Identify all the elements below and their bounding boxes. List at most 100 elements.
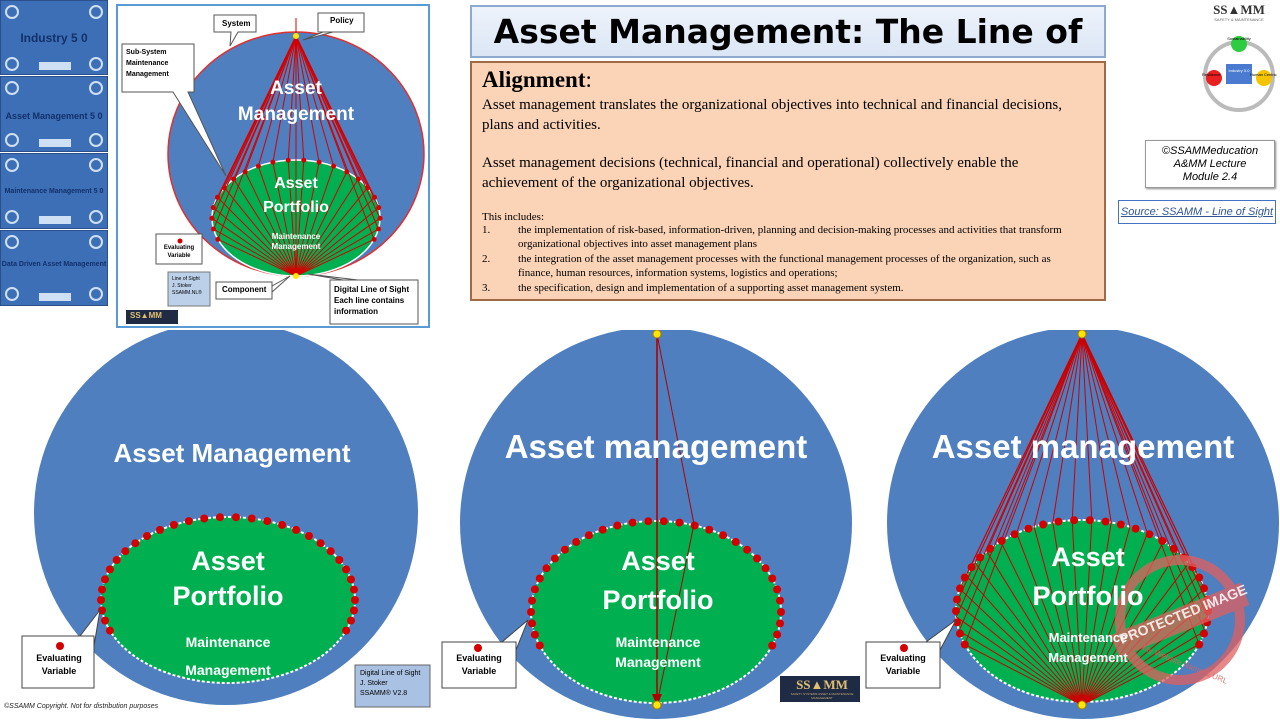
gear-icon [5, 57, 19, 71]
ssamm-tag-label: SS▲MM [130, 311, 162, 320]
diagram-1-svg [21, 330, 431, 708]
evaluating-variable-dot [184, 517, 193, 526]
evaluating-variable-dot [98, 585, 106, 594]
line-of-sight-ray [974, 333, 1083, 706]
d1-tag-line-1: Digital Line of Sight [360, 670, 421, 677]
evaluating-variable-dot [1070, 516, 1079, 525]
gear-icon [89, 287, 103, 301]
source-link[interactable]: Source: SSAMM - Line of Sight [1118, 200, 1276, 224]
evaluating-variable-dot [255, 163, 261, 169]
d3-evaluating-label: Evaluating [880, 653, 926, 663]
d1-management-label: Management [185, 662, 271, 678]
evaluating-variable-dot [1085, 516, 1094, 525]
evaluating-variable-dot [376, 226, 381, 232]
diagram-2-svg [441, 330, 860, 719]
ssamm-logo-small [126, 310, 178, 324]
thumbnail-tag [39, 139, 71, 147]
line-of-sight-ray [1033, 333, 1083, 706]
copyright-footer: ©SSAMM Copyright. Not for distribution p… [4, 703, 159, 710]
gear-icon [89, 57, 103, 71]
evaluating-variable-dot [1169, 544, 1178, 553]
evaluating-variable-dot [613, 521, 622, 530]
evaluating-variable-dot [768, 574, 777, 583]
evaluating-variable-dot [719, 531, 727, 540]
thumbnail-tag [39, 216, 71, 224]
d2-portfolio-label: Portfolio [602, 585, 714, 615]
evaluating-variable-dot [952, 607, 960, 615]
d1-maintenance-label: Maintenance [185, 634, 271, 650]
evaluating-variable-dot [270, 159, 276, 165]
evaluating-variable-dot [143, 532, 151, 540]
evaluating-dot [474, 644, 482, 652]
line-of-sight-ray [1081, 333, 1131, 706]
evaluating-variable-dot [743, 545, 752, 554]
evaluating-variable-dots [97, 513, 359, 635]
evaluating-variable-dot [1010, 530, 1019, 539]
evaluating-variable-dot [200, 514, 209, 523]
evaluating-variable-dot [1200, 629, 1208, 638]
evaluating-variable-dot [572, 537, 581, 546]
diagram-3-svg [865, 330, 1279, 719]
asset-portfolio-label: Asset Portfolio [263, 175, 329, 216]
evaluating-variable-dot [101, 575, 109, 584]
evaluating-variable-dot [335, 556, 344, 564]
component-point [652, 700, 662, 710]
evaluating-variable-dot [232, 513, 240, 522]
evaluating-variable-dot [1195, 640, 1204, 649]
thumbnail-data-driven-asset-management[interactable]: Data Driven Asset Management [0, 230, 108, 306]
evaluating-variable-dot [528, 596, 536, 605]
component-point [1077, 700, 1087, 710]
evaluating-variable-dot [355, 176, 361, 182]
evaluating-variable-dot [777, 608, 785, 616]
includes-label: This includes: [482, 211, 545, 223]
thumbnail-maintenance-management-5[interactable]: Maintenance Management 5 0 [0, 153, 108, 229]
evaluating-variable-dot [344, 169, 350, 175]
d3-asset-label: Asset [1051, 542, 1125, 572]
evaluating-variable-dot [598, 525, 607, 534]
thumbnail-industry-5[interactable]: Industry 5 0 [0, 0, 108, 75]
alignment-heading: Alignment [482, 67, 586, 92]
evaluating-variable-dot [350, 606, 358, 615]
evaluating-variable-dot [960, 640, 969, 649]
digital-line-tag [354, 664, 431, 708]
evaluating-variable-dot [644, 517, 653, 526]
logo-resilience: Resilience [1202, 72, 1221, 77]
evaluating-variable-dot [263, 517, 272, 526]
evaluating-variable-dot [371, 236, 377, 242]
system-callout [213, 14, 257, 47]
gear-icon [89, 81, 103, 95]
evaluating-callout [441, 619, 529, 689]
policy-point [652, 330, 662, 339]
evaluating-variable-dot [1195, 573, 1204, 582]
alignment-text-box: Alignment: Asset management translates t… [470, 61, 1106, 301]
evaluating-variable-dot [342, 565, 351, 574]
gear-icon [5, 235, 19, 249]
d1-variable-label: Variable [41, 666, 77, 676]
evaluating-variable-dot [535, 641, 544, 650]
gear-icon [89, 235, 103, 249]
thumbnail-asset-management-5[interactable]: Asset Management 5 0 [0, 76, 108, 152]
evaluating-variable-dot [347, 575, 355, 584]
lecture-note: ©SSAMMeducation A&MM Lecture Module 2.4 [1145, 140, 1275, 188]
thumbnail-tag [39, 293, 71, 301]
gear-icon [5, 133, 19, 147]
alignment-heading-colon: : [585, 67, 592, 92]
evaluating-variable-dot [1101, 517, 1110, 526]
d1-portfolio-label: Portfolio [172, 581, 284, 611]
evaluating-variable-dot [527, 608, 535, 616]
evaluating-variable-dot [301, 157, 307, 163]
line-of-sight-ray [1081, 333, 1112, 706]
logo-human-centric: Human Centric [1250, 72, 1277, 77]
evaluating-variable-dot [768, 641, 777, 650]
line-of-sight-ray [986, 333, 1083, 706]
maintenance-label: Maintenance Management [271, 232, 321, 251]
list-item-number: 3. [482, 282, 491, 294]
evaluating-variable-dot [690, 521, 699, 530]
evaluating-variable-dot [628, 518, 637, 527]
evaluating-variable-dot [347, 616, 355, 625]
list-item-text: the integration of the asset management … [518, 253, 1051, 279]
gear-icon [5, 287, 19, 301]
ssamm-banner-sub: SAFETY SYSTEMS ASSET & MAINTENANCE MANAG… [790, 692, 854, 700]
d2-management-label: Management [615, 654, 701, 670]
evaluating-variable-dot [372, 194, 377, 200]
